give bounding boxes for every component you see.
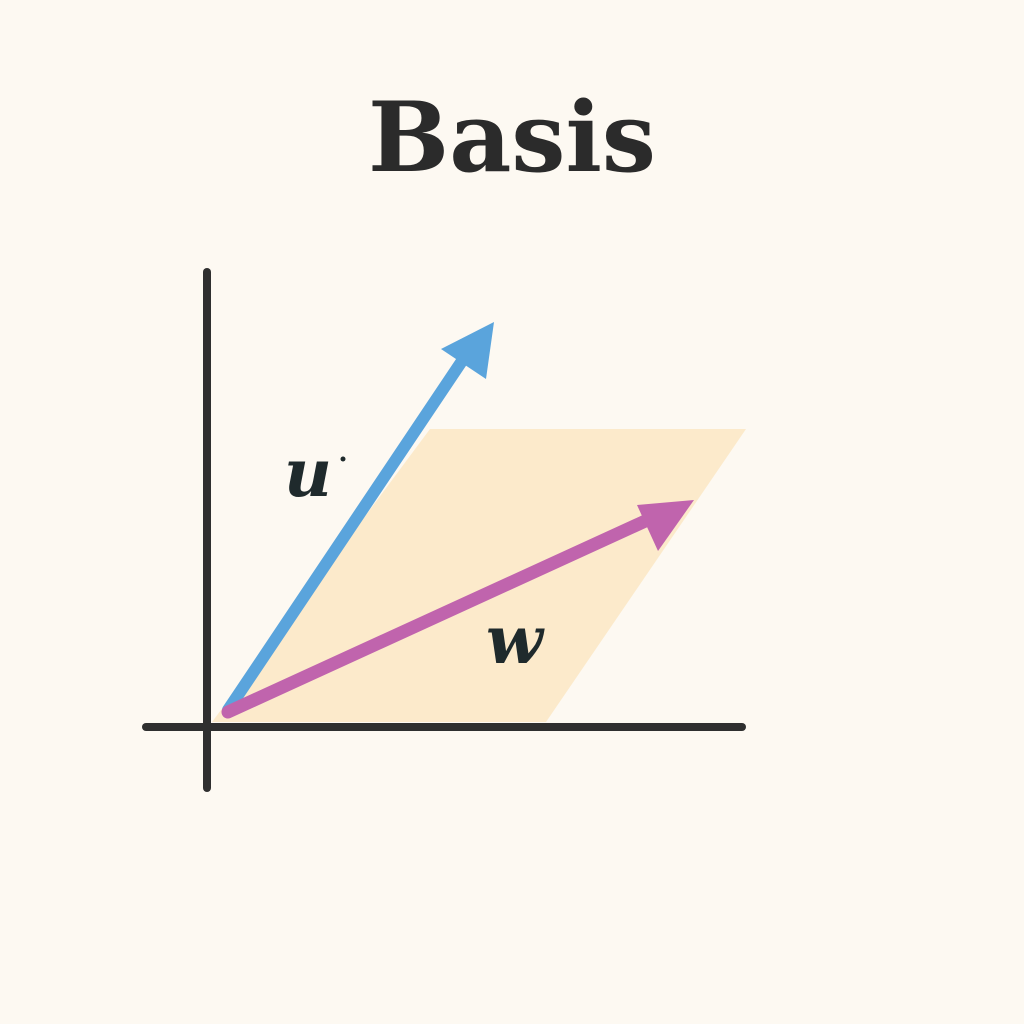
vector-w-arrowhead	[637, 500, 694, 551]
diagram-title: Basis	[368, 81, 656, 194]
vector-u-arrowhead	[441, 322, 494, 379]
vector-u-label-dot	[340, 456, 346, 462]
span-plane	[212, 429, 746, 722]
vector-u-label: u	[284, 434, 332, 512]
vector-u-shaft	[222, 346, 474, 716]
vector-w	[221, 500, 694, 719]
vector-u	[222, 322, 494, 716]
vector-w-shaft	[221, 505, 672, 719]
vector-w-label: w	[486, 601, 545, 679]
